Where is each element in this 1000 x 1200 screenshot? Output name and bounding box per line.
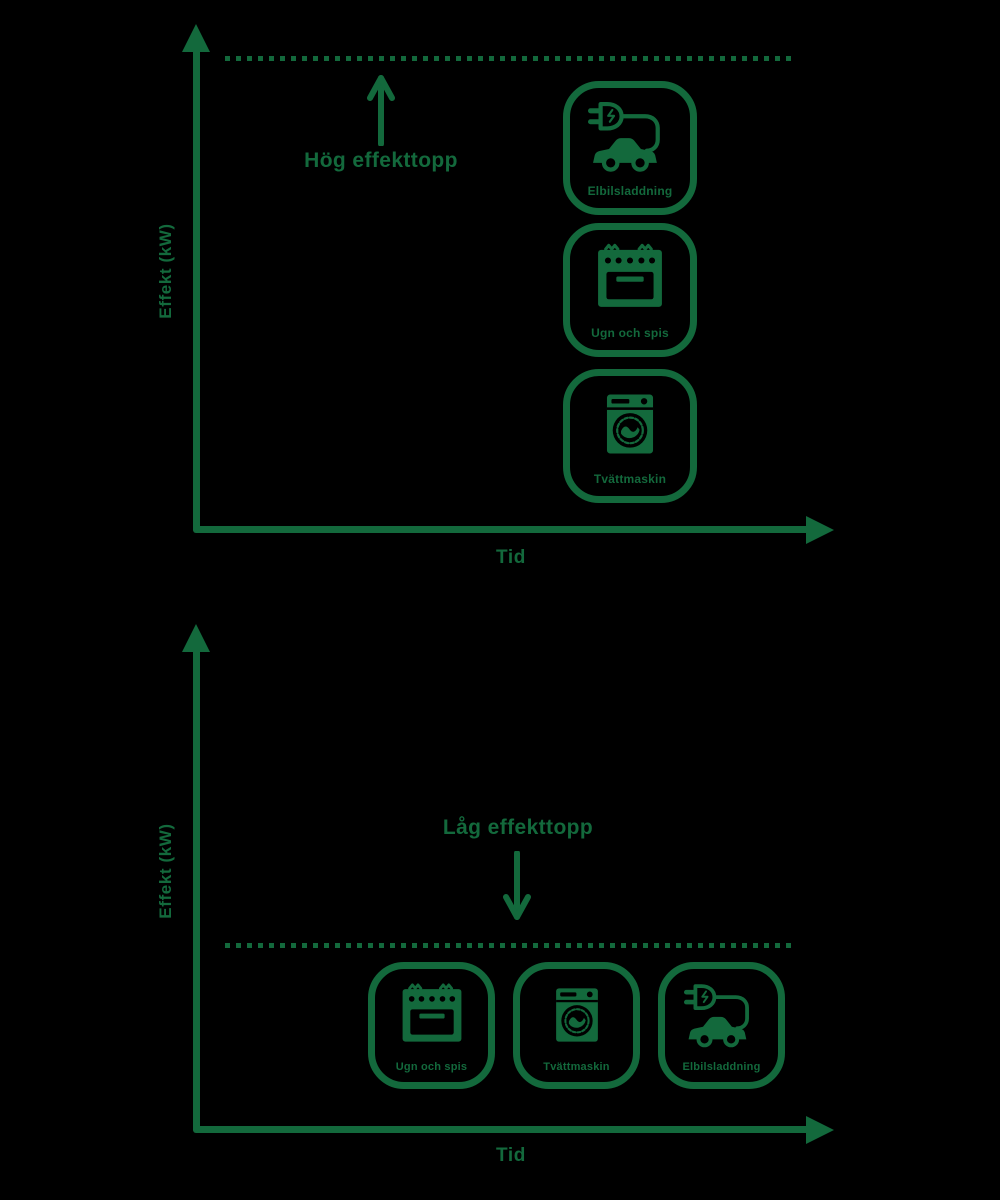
y-axis-label: Effekt (kW) (156, 823, 175, 919)
y-axis (193, 648, 200, 1132)
peak-dashed-line (225, 943, 795, 948)
appliance-card-ev-charging: Elbilsladdning (563, 81, 697, 215)
down-arrow-icon (503, 851, 531, 920)
washing-machine-icon (520, 969, 633, 1061)
appliance-label: Ugn och spis (591, 326, 669, 340)
appliance-card-washing-machine: Tvättmaskin (563, 369, 697, 503)
peak-dashed-line (225, 56, 795, 61)
annotation-low-peak: Låg effekttopp (442, 816, 594, 839)
appliance-card-washing-machine: Tvättmaskin (513, 962, 640, 1089)
appliance-label: Tvättmaskin (593, 472, 667, 486)
y-axis-arrowhead (182, 24, 210, 52)
appliance-card-ev-charging: Elbilsladdning (658, 962, 785, 1089)
appliance-label: Tvättmaskin (543, 1061, 610, 1073)
x-axis-arrowhead (806, 1116, 834, 1144)
ev-charging-icon (665, 969, 778, 1061)
appliance-label: Ugn och spis (395, 1061, 468, 1073)
up-arrow-icon (367, 75, 395, 146)
appliance-label: Elbilsladdning (682, 1061, 761, 1073)
x-axis-arrowhead (806, 516, 834, 544)
appliance-card-oven-stove: Ugn och spis (368, 962, 495, 1089)
y-axis (193, 48, 200, 532)
appliance-label: Elbilsladdning (587, 184, 673, 198)
chart-low-peak: Effekt (kW) Tid Låg effekttopp Ugn och s… (0, 600, 1000, 1200)
y-axis-label: Effekt (kW) (156, 223, 175, 319)
ev-charging-icon (570, 88, 690, 184)
x-axis (193, 1126, 811, 1133)
x-axis (193, 526, 811, 533)
x-axis-label: Tid (496, 547, 526, 568)
y-axis-arrowhead (182, 624, 210, 652)
oven-stove-icon (375, 969, 488, 1061)
oven-stove-icon (570, 230, 690, 326)
annotation-high-peak: Hög effekttopp (304, 149, 458, 172)
x-axis-label: Tid (496, 1145, 526, 1166)
washing-machine-icon (570, 376, 690, 472)
appliance-card-oven-stove: Ugn och spis (563, 223, 697, 357)
chart-high-peak: Effekt (kW) Tid Hög effekttopp Elbilslad… (156, 24, 834, 568)
